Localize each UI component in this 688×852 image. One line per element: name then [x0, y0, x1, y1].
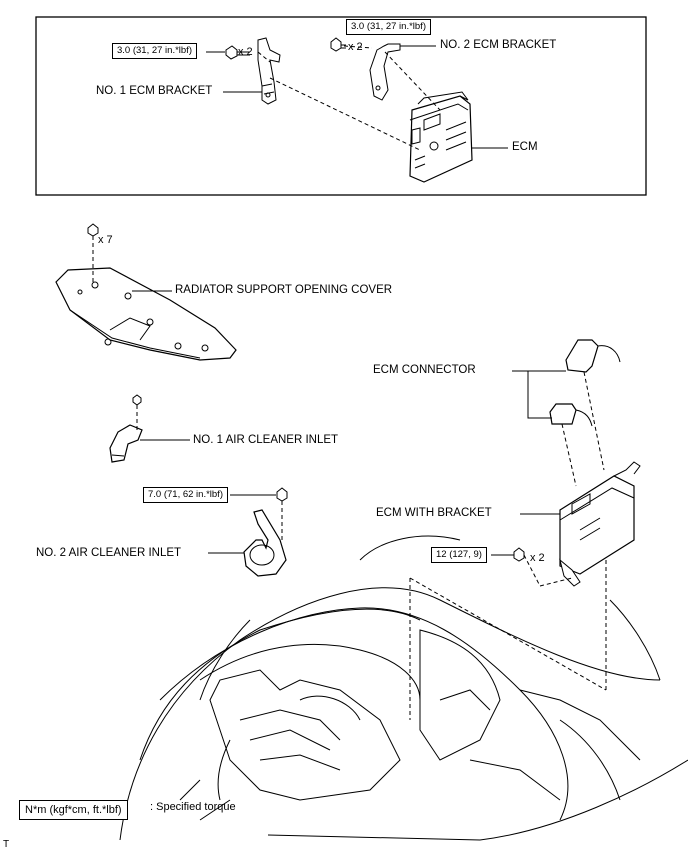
torque-box-no2-inlet: 7.0 (71, 62 in.*lbf)	[143, 487, 228, 504]
top-alignment-lines	[257, 45, 441, 151]
ecm-connector-part-2	[549, 403, 593, 427]
label-ecm: ECM	[512, 141, 538, 153]
no2-bracket-bolt	[330, 37, 346, 52]
top-panel-frame	[35, 16, 647, 196]
label-ecm-with-bracket: ECM WITH BRACKET	[376, 507, 492, 519]
label-ecm-connector: ECM CONNECTOR	[373, 364, 476, 376]
ecm-with-bracket-part	[559, 461, 641, 587]
torque-box-ecm: 12 (127, 9)	[431, 547, 487, 564]
label-radiator-cover: RADIATOR SUPPORT OPENING COVER	[175, 284, 393, 296]
count-no1: x 2	[238, 46, 253, 58]
legend-unit-box: N*m (kgf*cm, ft.*lbf)	[19, 800, 128, 821]
label-no2-ecm-bracket: NO. 2 ECM BRACKET	[440, 39, 557, 51]
ecm-connector-part-1	[565, 339, 621, 373]
legend-text: : Specified torque	[150, 801, 236, 813]
no1-air-cleaner-inlet-part	[109, 424, 143, 463]
torque-box-no1: 3.0 (31, 27 in.*lbf)	[112, 43, 197, 60]
no2-ecm-bracket-part	[369, 43, 401, 101]
label-no1-ecm-bracket: NO. 1 ECM BRACKET	[96, 85, 213, 97]
radiator-cover-part	[55, 267, 237, 361]
no2-inlet-bolt	[276, 487, 288, 502]
vehicle-engine-bay	[119, 535, 688, 841]
count-no2: x 2	[348, 41, 363, 53]
corner-mark: T	[3, 839, 10, 850]
ecm-unit-part	[409, 91, 473, 183]
label-no1-air-cleaner-inlet: NO. 1 AIR CLEANER INLET	[193, 434, 339, 446]
no1-inlet-clip	[132, 394, 142, 406]
cover-clip	[87, 223, 99, 237]
count-cover-clips: x 7	[98, 234, 113, 246]
no1-ecm-bracket-part	[257, 37, 281, 105]
ecm-bracket-bolt	[513, 547, 525, 562]
no2-air-cleaner-inlet-part	[243, 509, 287, 577]
torque-box-no2: 3.0 (31, 27 in.*lbf)	[346, 19, 431, 36]
count-ecm-bolts: x 2	[530, 552, 545, 564]
no1-bracket-bolt	[225, 45, 250, 60]
label-no2-air-cleaner-inlet: NO. 2 AIR CLEANER INLET	[36, 547, 182, 559]
